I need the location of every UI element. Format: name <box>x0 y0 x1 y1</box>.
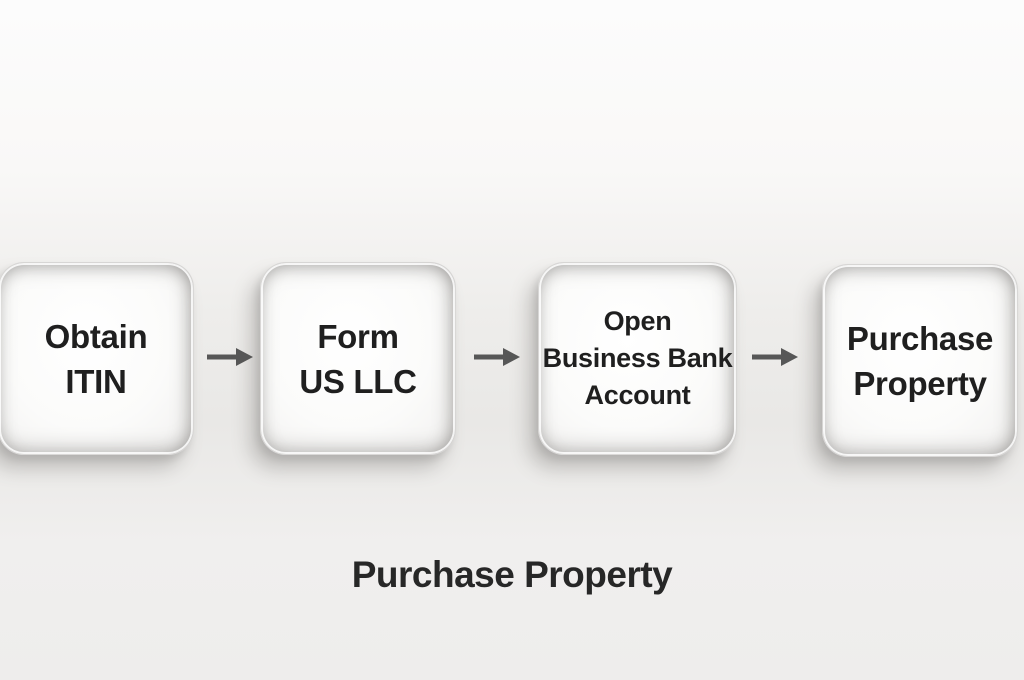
step-label-line: Business Bank <box>542 343 733 373</box>
step-label: Open Business Bank Account <box>543 303 733 414</box>
step-box-obtain-itin: Obtain ITIN <box>0 262 194 455</box>
step-label-line: Open <box>603 306 672 336</box>
step-label: Obtain ITIN <box>45 314 148 404</box>
step-box-purchase-property: Purchase Property <box>822 264 1018 457</box>
arrow-right-icon <box>752 348 798 366</box>
step-label-line: US LLC <box>299 362 417 400</box>
step-label-line: ITIN <box>65 362 127 400</box>
arrow-right-icon <box>207 348 253 366</box>
step-label-line: Form <box>317 317 399 355</box>
step-box-form-us-llc: Form US LLC <box>260 262 456 455</box>
step-box-open-business-bank-account: Open Business Bank Account <box>538 262 737 455</box>
arrow-right-icon <box>474 348 520 366</box>
step-label-line: Obtain <box>44 317 148 355</box>
step-label-line: Account <box>584 380 691 410</box>
step-label-line: Purchase <box>846 319 994 357</box>
step-label-line: Property <box>853 364 987 402</box>
diagram-caption: Purchase Property <box>351 554 673 595</box>
step-label: Form US LLC <box>299 314 417 404</box>
step-label: Purchase Property <box>847 316 993 406</box>
